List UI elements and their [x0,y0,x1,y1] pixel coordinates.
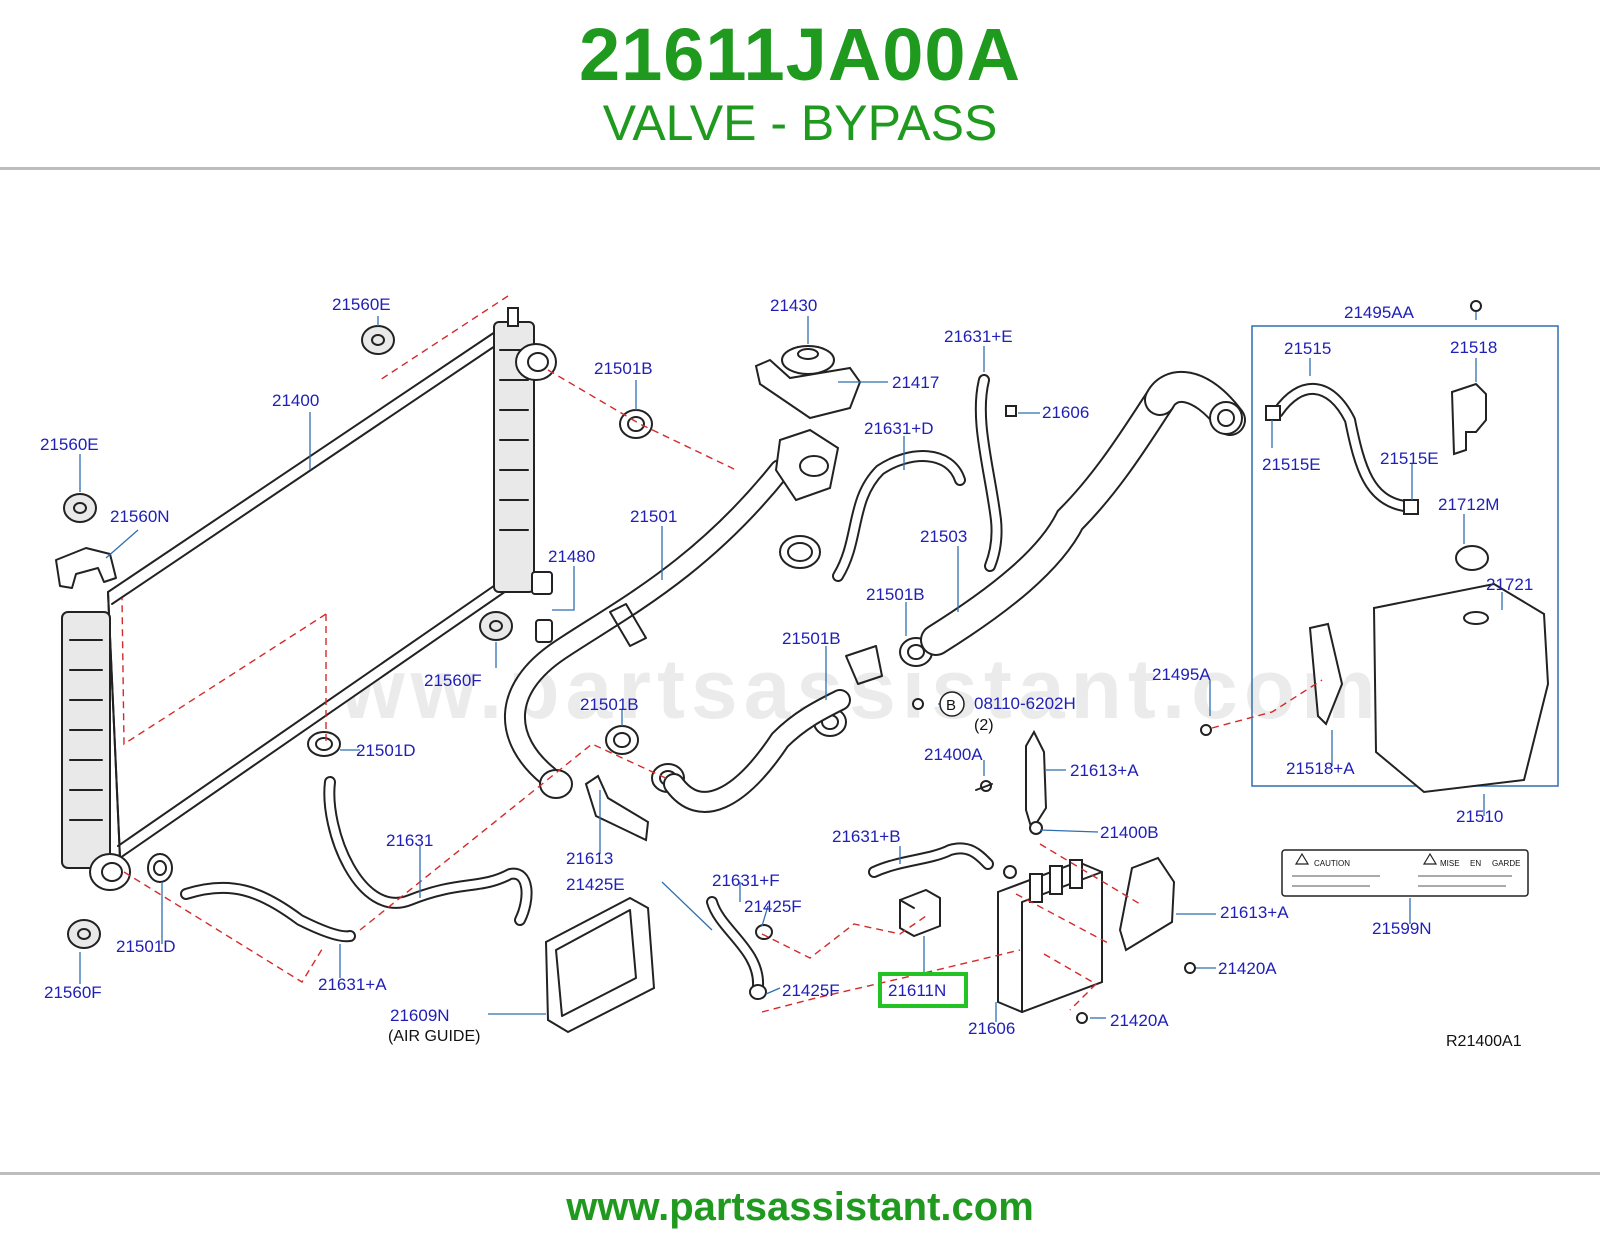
callout-21613a-low[interactable]: 21613+A [1220,903,1289,922]
callout-21631a[interactable]: 21631+A [318,975,387,994]
footer-url[interactable]: www.partsassistant.com [566,1185,1034,1229]
radiator [61,307,557,891]
footer-divider [0,1172,1600,1175]
callout-21721[interactable]: 21721 [1486,575,1533,594]
callout-21712m[interactable]: 21712M [1438,495,1499,514]
callout-21510[interactable]: 21510 [1456,807,1503,826]
hose-21631b [868,842,994,878]
hose-21631e [974,374,1017,572]
part-name-subtitle: VALVE - BYPASS [602,95,998,151]
callout-21611n[interactable]: 21611N [888,981,946,1000]
assembly-dash-lines [121,295,1323,1013]
callout-21515e-left[interactable]: 21515E [1262,455,1321,474]
callout-21501[interactable]: 21501 [630,507,677,526]
callout-21631f[interactable]: 21631+F [712,871,780,890]
callout-21609n[interactable]: 21609N [390,1006,450,1025]
callout-21560e-top[interactable]: 21560E [332,295,391,314]
diagram-ref-code: R21400A1 [1446,1033,1522,1050]
callout-21501b-mid[interactable]: 21501B [866,585,925,604]
callout-21501b-low[interactable]: 21501B [580,695,639,714]
callout-21631b[interactable]: 21631+B [832,827,901,846]
callout-21631d[interactable]: 21631+D [864,419,933,438]
garde-text: GARDE [1492,859,1520,868]
callout-21631[interactable]: 21631 [386,831,433,850]
bypass-valve-21611n [899,888,941,938]
callout-21560f-mid[interactable]: 21560F [424,671,482,690]
callout-21400b[interactable]: 21400B [1100,823,1159,842]
callout-21501d-mid[interactable]: 21501D [356,741,416,760]
callout-21599n[interactable]: 21599N [1372,919,1432,938]
part-number-title: 21611JA00A [578,13,1022,96]
callout-21420a-low[interactable]: 21420A [1110,1011,1169,1030]
mise-text: MISE [1440,859,1460,868]
hose-lower [663,645,883,813]
callout-21515e-right[interactable]: 21515E [1380,449,1439,468]
hose-21631a [180,881,356,943]
caution-text: CAUTION [1314,859,1350,868]
leader-lines [79,312,1503,1022]
en-text: EN [1470,859,1481,868]
bracket-21613 [584,774,650,842]
air-guide-21609n [544,896,656,1034]
callout-21425e[interactable]: 21425E [566,875,625,894]
callout-21631e[interactable]: 21631+E [944,327,1013,346]
hose-21631d [832,450,966,582]
caution-label-21599n: CAUTION MISE EN GARDE [1281,849,1529,897]
callout-21425f-low[interactable]: 21425F [782,981,840,1000]
callout-air-guide: (AIR GUIDE) [388,1028,480,1045]
callout-21501b-lower[interactable]: 21501B [782,629,841,648]
reservoir-group [1251,325,1559,794]
callout-21515[interactable]: 21515 [1284,339,1331,358]
grommets [55,325,513,949]
callout-labels: 21560E 21400 21560E 21560N 21501B 21430 … [40,295,1533,1050]
hose-21631 [323,776,533,926]
callout-21495a[interactable]: 21495A [1152,665,1211,684]
callout-21400a[interactable]: 21400A [924,745,983,764]
bolts [912,300,1482,1024]
cooler-21606 [997,859,1103,1014]
callout-21501d-low[interactable]: 21501D [116,937,176,956]
callout-08110-6202h[interactable]: 08110-6202H [974,694,1076,713]
filler-neck [754,345,862,502]
callout-21501b-top[interactable]: 21501B [594,359,653,378]
callout-21400[interactable]: 21400 [272,391,319,410]
hose-21501 [504,459,791,799]
header-divider [0,167,1600,170]
bracket-21613a [1025,729,1176,952]
callout-21606-top[interactable]: 21606 [1042,403,1089,422]
callout-21518a[interactable]: 21518+A [1286,759,1355,778]
callout-21560n[interactable]: 21560N [110,507,170,526]
callout-21417[interactable]: 21417 [892,373,939,392]
callout-21420a-top[interactable]: 21420A [1218,959,1277,978]
hose-21503 [920,371,1246,656]
callout-21430[interactable]: 21430 [770,296,817,315]
callout-08110-qty: (2) [974,717,994,734]
callout-21425f-top[interactable]: 21425F [744,897,802,916]
bolt-reference-b: B [939,691,965,717]
callout-21560f-low[interactable]: 21560F [44,983,102,1002]
page-header: 21611JA00A VALVE - BYPASS [0,0,1600,170]
callout-21613a-mid[interactable]: 21613+A [1070,761,1139,780]
callout-21518[interactable]: 21518 [1450,338,1497,357]
callout-21560e-left[interactable]: 21560E [40,435,99,454]
callout-21606-low[interactable]: 21606 [968,1019,1015,1038]
callout-21495aa[interactable]: 21495AA [1344,303,1415,322]
hose-21631f [706,896,773,1000]
callout-21613[interactable]: 21613 [566,849,613,868]
callout-21480[interactable]: 21480 [548,547,595,566]
callout-21503[interactable]: 21503 [920,527,967,546]
highlight-box [878,972,968,1008]
bolt-ref-letter: B [946,697,956,714]
hose-clamps [147,409,933,883]
